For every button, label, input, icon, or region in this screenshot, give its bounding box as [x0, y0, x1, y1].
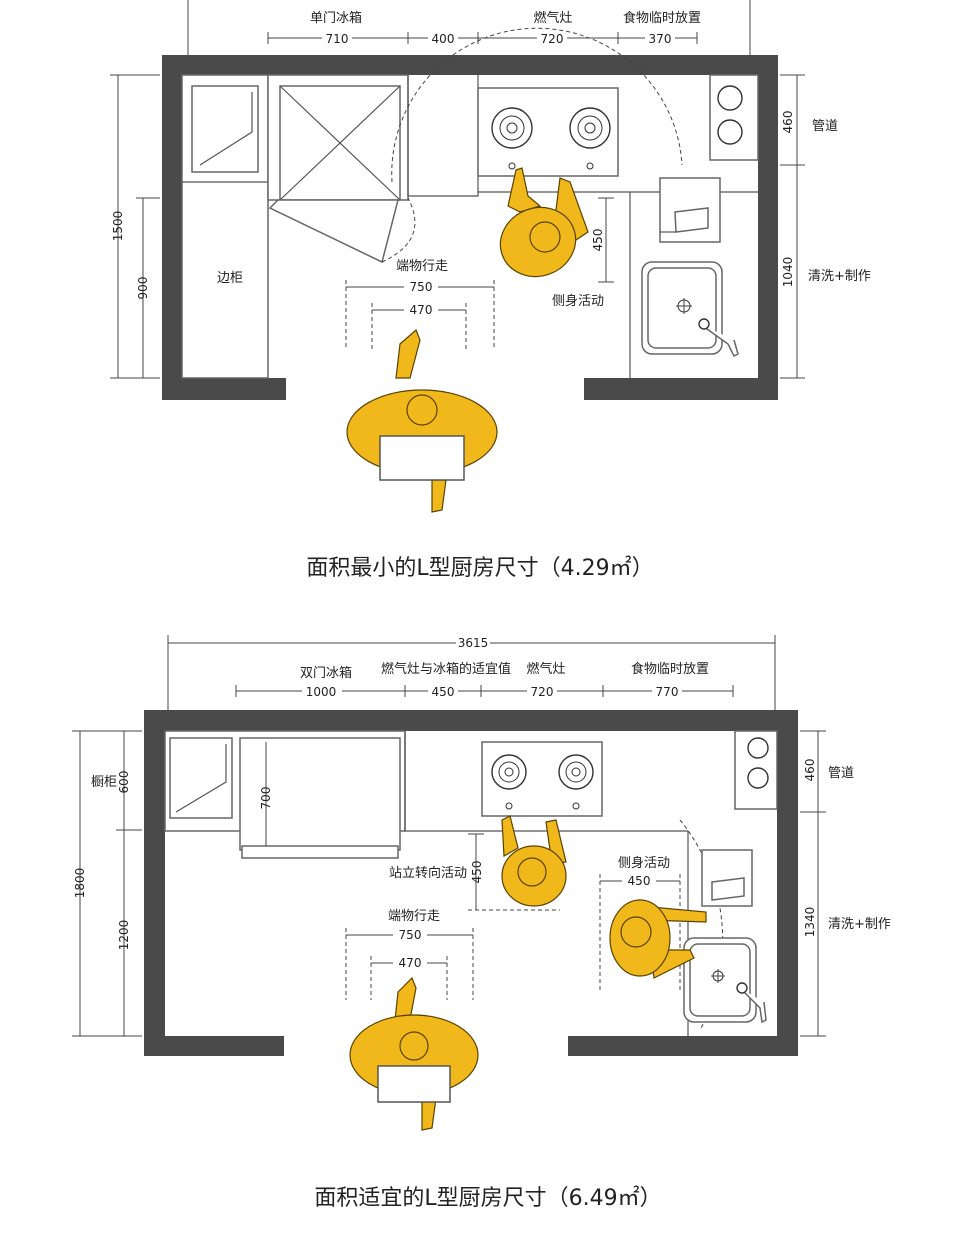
dim-food-2: 770: [656, 685, 679, 699]
left-dimensions: 1500 900: [110, 74, 160, 379]
label-walk: 端物行走: [396, 259, 448, 274]
dim-walk-outer: 750: [410, 280, 433, 294]
plan-small-kitchen: 单门冰箱 燃气灶 食物临时放置 710 400 720 370: [110, 0, 871, 581]
sink-counter-2: [679, 819, 767, 1036]
dim-walk-inner: 470: [410, 303, 433, 317]
person-cooking: [499, 167, 589, 278]
walk-dimensions-2: 端物行走 750 470: [345, 909, 474, 1000]
dim-gap: 400: [432, 32, 455, 46]
dim-pipe-2: 460: [803, 759, 817, 782]
left-dimensions-2: 橱柜 1800 600 1200: [72, 730, 142, 1037]
label-gap-2: 燃气灶与冰箱的适宜值: [381, 661, 511, 677]
pipe-area: [709, 74, 759, 161]
dim-stove: 720: [541, 32, 564, 46]
person-carrying: [346, 328, 498, 513]
dim-side-2: 450: [628, 874, 651, 888]
label-turn: 站立转向活动: [389, 865, 467, 881]
dim-total-depth: 1500: [111, 211, 125, 242]
label-side: 侧身活动: [552, 293, 604, 309]
label-wash-2: 清洗+制作: [828, 917, 891, 932]
walk-dimensions: 端物行走 750 470: [345, 259, 495, 350]
label-food: 食物临时放置: [623, 10, 701, 26]
stove-counter: [391, 27, 758, 197]
label-pipe: 管道: [812, 119, 838, 134]
person-cooking-2: [501, 815, 567, 907]
dim-fridge: 710: [326, 32, 349, 46]
dim-walk-outer-2: 750: [399, 928, 422, 942]
stove-counter-2: [404, 731, 688, 832]
dim-stove-2: 720: [531, 685, 554, 699]
label-walk-2: 端物行走: [388, 909, 440, 924]
person-carrying-2: [349, 976, 479, 1131]
sink-counter: [629, 177, 739, 378]
dim-total-depth-2: 1800: [73, 868, 87, 899]
caption-small: 面积最小的L型厨房尺寸（4.29㎡）: [306, 555, 653, 581]
walls-2: [144, 710, 798, 1056]
caption-suitable: 面积适宜的L型厨房尺寸（6.49㎡）: [314, 1185, 661, 1211]
dim-turn: 450: [470, 861, 484, 884]
right-dimensions: 460 1040 管道 清洗+制作: [780, 74, 871, 379]
walls: [162, 55, 778, 400]
top-dimension-chain: 单门冰箱 燃气灶 食物临时放置 710 400 720 370: [187, 0, 751, 55]
dim-upper-2: 600: [117, 771, 131, 794]
person-washing: [609, 899, 707, 979]
label-wash: 清洗+制作: [808, 269, 871, 284]
dim-gap-2: 450: [432, 685, 455, 699]
label-food-2: 食物临时放置: [631, 661, 709, 677]
plan-suitable-kitchen: 3615 双门冰箱 燃气灶与冰箱的适宜值 燃气灶 食物临时放置 1000 450…: [72, 635, 891, 1211]
dim-fridge-2: 1000: [306, 685, 337, 699]
right-dimensions-2: 460 1340 管道 清洗+制作: [800, 730, 891, 1037]
dim-pipe: 460: [781, 111, 795, 134]
top-dimension-chain-2: 双门冰箱 燃气灶与冰箱的适宜值 燃气灶 食物临时放置 1000 450 720 …: [235, 661, 734, 699]
dim-wash: 1040: [781, 257, 795, 288]
side-cabinet: 边柜: [181, 74, 269, 379]
side-activity: 450 侧身活动: [552, 197, 614, 309]
label-side-2: 侧身活动: [618, 855, 670, 871]
overall-dimension: 3615: [167, 635, 776, 710]
dim-fridge-depth: 700: [259, 787, 273, 810]
dim-lower-2: 1200: [117, 920, 131, 951]
side-activity-2: 侧身活动 450: [599, 855, 681, 990]
dim-side: 450: [591, 229, 605, 252]
label-fridge: 单门冰箱: [310, 10, 362, 26]
dim-food: 370: [649, 32, 672, 46]
label-cabinet-2: 橱柜: [91, 775, 117, 790]
turn-activity: 站立转向活动 450: [389, 833, 560, 911]
single-door-fridge: [267, 74, 416, 264]
label-fridge-2: 双门冰箱: [300, 665, 352, 681]
label-stove-2: 燃气灶: [526, 661, 565, 677]
dim-walk-inner-2: 470: [399, 956, 422, 970]
double-door-fridge: 700: [164, 730, 406, 859]
dim-overall: 3615: [458, 636, 489, 650]
label-pipe-2: 管道: [828, 766, 854, 781]
dim-cabinet-depth: 900: [136, 277, 150, 300]
pipe-area-2: [734, 730, 778, 810]
dim-wash-2: 1340: [803, 907, 817, 938]
label-side-cabinet: 边柜: [217, 271, 243, 286]
label-stove: 燃气灶: [533, 10, 572, 26]
